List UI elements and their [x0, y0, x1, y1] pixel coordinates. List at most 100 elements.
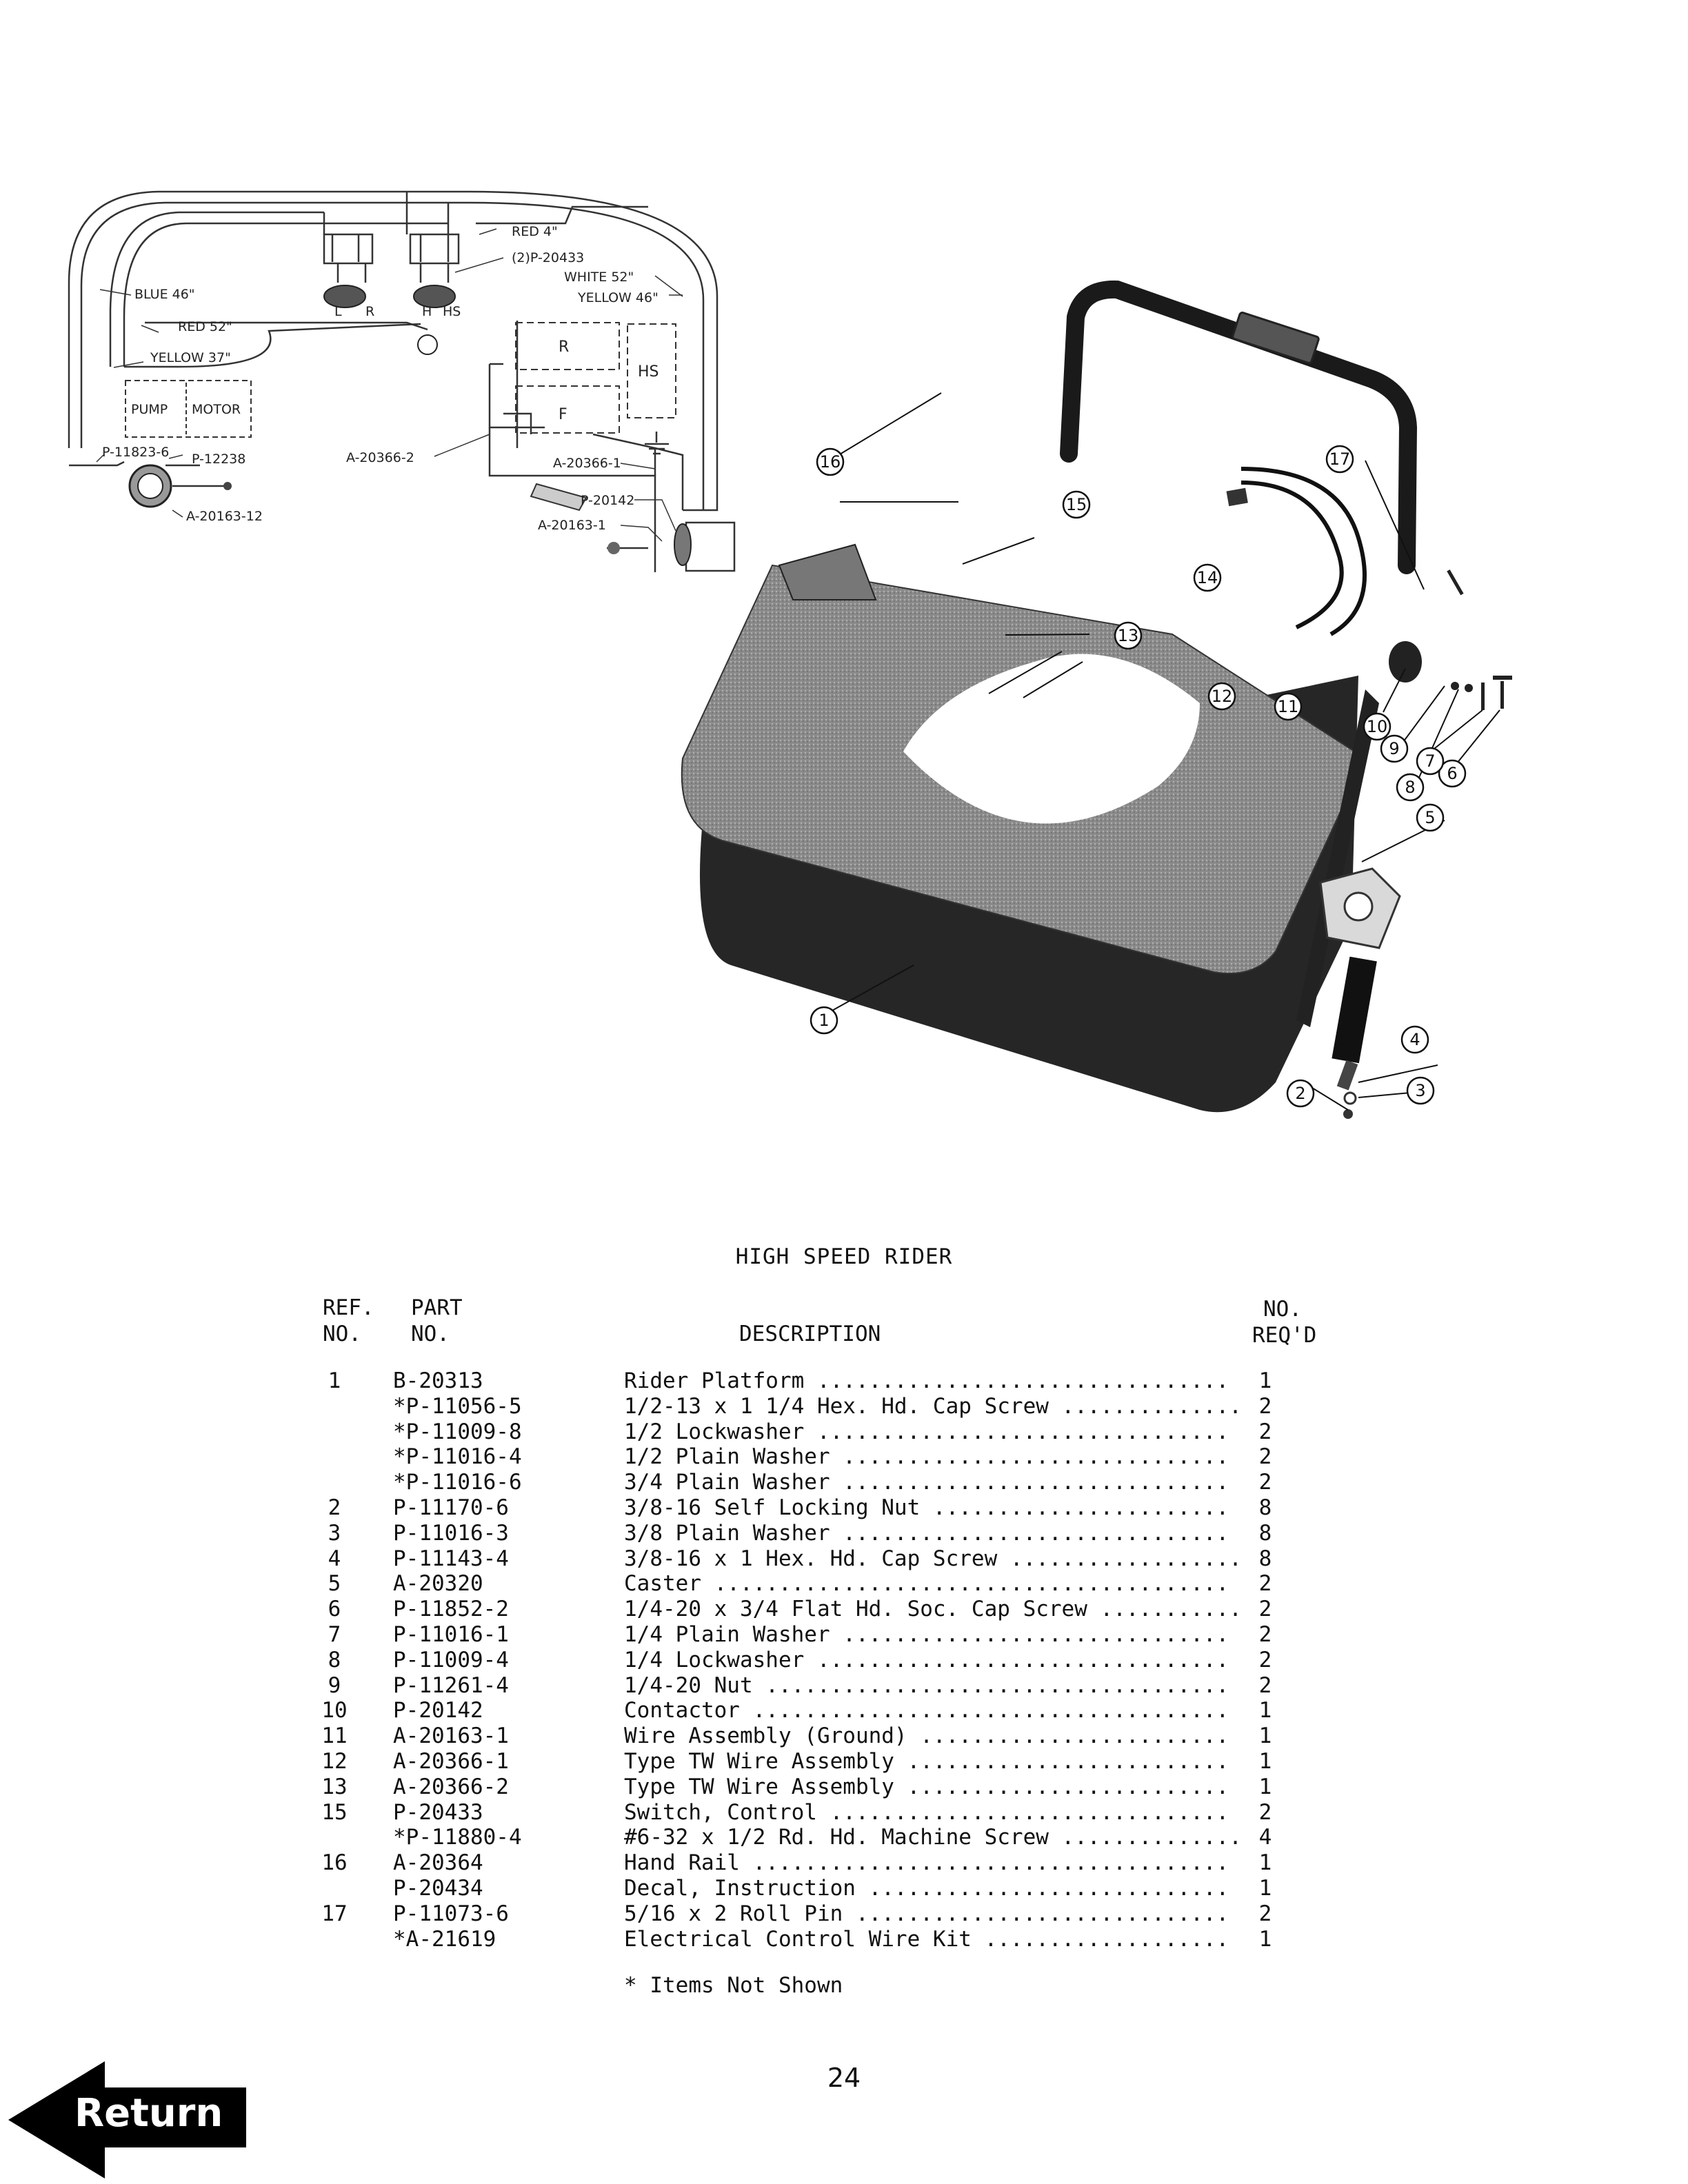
return-button[interactable]: Return: [8, 2061, 250, 2178]
part-number-cell: *P-11056-5: [393, 1393, 522, 1419]
callout-5: 5: [1416, 803, 1445, 832]
ref-cell: 4: [328, 1546, 341, 1571]
callout-17: 17: [1325, 445, 1354, 474]
callout-9: 9: [1380, 734, 1409, 763]
quantity-cell: 2: [1258, 1393, 1272, 1419]
callout-3: 3: [1406, 1076, 1435, 1105]
part-number-cell: P-11143-4: [393, 1546, 509, 1571]
quantity-cell: 1: [1258, 1748, 1272, 1774]
wiring-diagram: RED 4" (2)P-20433 WHITE 52" YELLOW 46" B…: [68, 190, 736, 572]
quantity-cell: 1: [1258, 1850, 1272, 1876]
header-ref-line2: NO.: [323, 1322, 361, 1346]
part-number-cell: A-20364: [393, 1850, 483, 1876]
description-cell: 5/16 x 2 Roll Pin ......................…: [624, 1901, 1229, 1926]
return-label: Return: [74, 2091, 223, 2136]
box-hs-label: HS: [638, 363, 659, 381]
quantity-cell: 1: [1258, 1698, 1272, 1723]
box-r-label: R: [559, 338, 569, 356]
part-number-cell: A-20163-1: [393, 1723, 509, 1749]
part-number-cell: P-11852-2: [393, 1597, 509, 1622]
label-p-20142: P-20142: [581, 493, 634, 508]
part-number-cell: *A-21619: [393, 1926, 496, 1952]
callout-7: 7: [1416, 747, 1445, 776]
ref-cell: 13: [321, 1774, 348, 1799]
quantity-cell: 2: [1258, 1621, 1272, 1647]
callout-number: 7: [1425, 751, 1435, 771]
exploded-parts-view: [681, 280, 1512, 1119]
description-cell: 1/4 Plain Washer .......................…: [624, 1621, 1229, 1647]
quantity-cell: 2: [1258, 1799, 1272, 1825]
description-cell: Hand Rail ..............................…: [624, 1850, 1229, 1876]
description-cell: Wire Assembly (Ground) .................…: [624, 1723, 1229, 1749]
description-cell: Caster .................................…: [624, 1571, 1229, 1597]
quantity-cell: 2: [1258, 1647, 1272, 1672]
quantity-cell: 2: [1258, 1597, 1272, 1622]
label-yellow-46: YELLOW 46": [577, 290, 659, 305]
callout-2: 2: [1286, 1079, 1315, 1108]
label-switch-r: R: [365, 304, 374, 319]
callout-12: 12: [1207, 682, 1236, 711]
part-number-cell: P-11009-4: [393, 1647, 509, 1672]
callout-11: 11: [1274, 692, 1303, 721]
header-qty-line2: REQ'D: [1252, 1323, 1317, 1348]
part-number-cell: P-11170-6: [393, 1495, 509, 1520]
label-p-11823-6: P-11823-6: [102, 445, 169, 460]
label-pump: PUMP: [131, 402, 168, 417]
ref-cell: 16: [321, 1850, 348, 1876]
quantity-cell: 2: [1258, 1901, 1272, 1926]
part-number-cell: *P-11016-4: [393, 1444, 522, 1470]
footnote: * Items Not Shown: [624, 1973, 843, 1998]
part-number-cell: P-11261-4: [393, 1672, 509, 1698]
part-number-cell: P-11073-6: [393, 1901, 509, 1926]
label-red-52: RED 52": [178, 319, 232, 334]
description-cell: Electrical Control Wire Kit ............…: [624, 1926, 1229, 1952]
quantity-cell: 8: [1258, 1546, 1272, 1571]
callout-1: 1: [810, 1006, 838, 1035]
quantity-cell: 2: [1258, 1444, 1272, 1470]
page-number: 24: [827, 2063, 861, 2093]
description-cell: Type TW Wire Assembly ..................…: [624, 1748, 1229, 1774]
label-a-20366-2: A-20366-2: [346, 450, 414, 465]
label-switch-part: (2)P-20433: [512, 250, 584, 265]
label-white-52: WHITE 52": [564, 270, 634, 285]
callout-number: 10: [1367, 717, 1388, 736]
platform-cutout: [903, 654, 1200, 824]
header-qty-line1: NO.: [1263, 1297, 1302, 1322]
control-switch: [1226, 487, 1248, 507]
callout-number: 11: [1278, 697, 1299, 716]
label-switch-l: L: [334, 304, 342, 319]
quantity-cell: 1: [1258, 1875, 1272, 1901]
quantity-cell: 8: [1258, 1520, 1272, 1546]
quantity-cell: 1: [1258, 1723, 1272, 1749]
quantity-cell: 1: [1258, 1368, 1272, 1393]
quantity-cell: 2: [1258, 1419, 1272, 1444]
label-p-12238: P-12238: [192, 452, 245, 467]
ref-cell: 1: [328, 1368, 341, 1393]
quantity-cell: 2: [1258, 1571, 1272, 1597]
part-number-cell: *P-11880-4: [393, 1825, 522, 1850]
callout-number: 9: [1389, 739, 1399, 758]
label-switch-h: H: [422, 304, 432, 319]
callout-number: 16: [820, 452, 841, 472]
table-title: HIGH SPEED RIDER: [735, 1244, 953, 1269]
part-number-cell: P-11016-1: [393, 1621, 509, 1647]
description-cell: 1/2-13 x 1 1/4 Hex. Hd. Cap Screw ......…: [624, 1393, 1242, 1419]
description-cell: 3/8 Plain Washer .......................…: [624, 1520, 1229, 1546]
label-switch-hs: HS: [443, 304, 461, 319]
header-part-line1: PART: [411, 1295, 463, 1320]
description-cell: 3/4 Plain Washer .......................…: [624, 1470, 1229, 1495]
label-a-20163-1: A-20163-1: [538, 518, 606, 533]
ref-cell: 10: [321, 1698, 348, 1723]
part-number-cell: P-20142: [393, 1698, 483, 1723]
ref-cell: 17: [321, 1901, 348, 1926]
description-cell: 1/4-20 Nut .............................…: [624, 1672, 1229, 1698]
ref-cell: 9: [328, 1672, 341, 1698]
callout-number: 8: [1405, 778, 1415, 797]
ref-cell: 12: [321, 1748, 348, 1774]
part-number-cell: B-20313: [393, 1368, 483, 1393]
quantity-cell: 2: [1258, 1470, 1272, 1495]
description-cell: 1/2 Lockwasher .........................…: [624, 1419, 1229, 1444]
label-motor: MOTOR: [192, 402, 241, 417]
callout-number: 12: [1212, 687, 1233, 706]
